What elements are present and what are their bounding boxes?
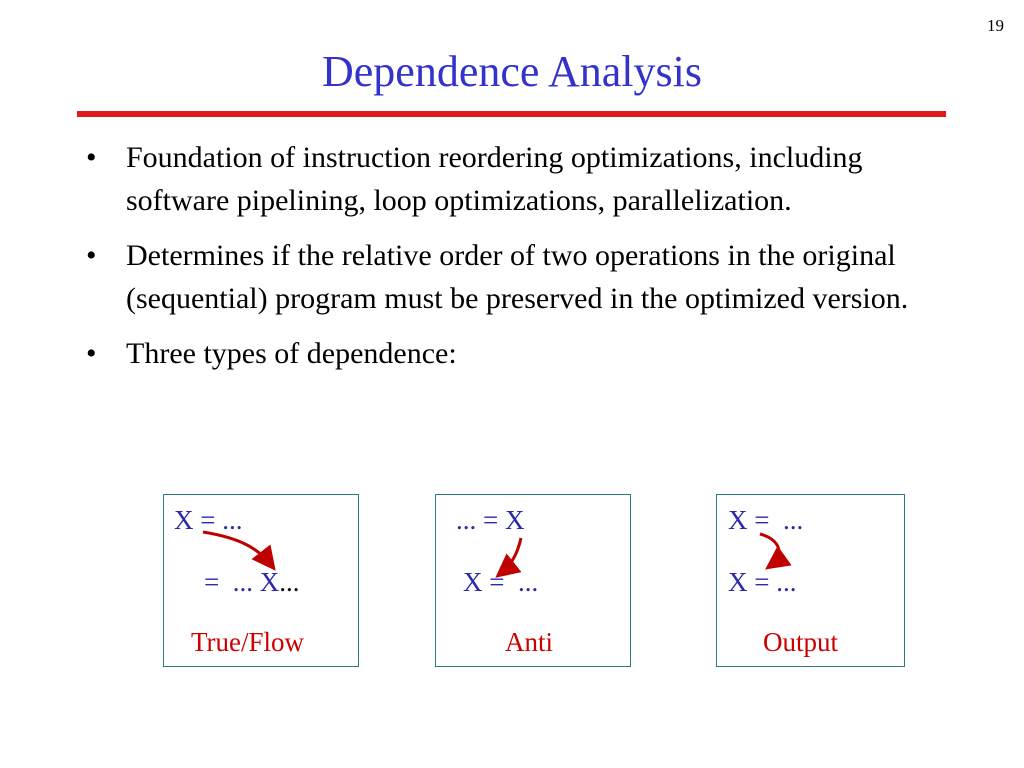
bullet-list: • Foundation of instruction reordering o…: [86, 136, 966, 387]
output-line-2: X = ...: [728, 567, 797, 597]
slide-title: Dependence Analysis: [322, 47, 702, 96]
anti-line-1: ... = X: [456, 505, 525, 535]
bullet-text: Foundation of instruction reordering opt…: [126, 141, 863, 217]
output-caption: Output: [763, 627, 839, 657]
bullet-marker: •: [86, 337, 97, 370]
true-flow-line-2-suffix: ...: [279, 567, 300, 597]
true-flow-line-2: = ... X...: [204, 567, 299, 598]
bullet-item: • Three types of dependence:: [86, 332, 966, 375]
anti-box: ... = X X = ... Anti: [435, 494, 631, 667]
bullet-marker: •: [86, 239, 97, 272]
output-box: X = ... X = ... Output: [716, 494, 905, 667]
bullet-item: • Determines if the relative order of tw…: [86, 234, 966, 320]
page-number: 19: [987, 16, 1004, 35]
true-flow-box: X = ... = ... X... True/Flow: [163, 494, 359, 667]
bullet-marker: •: [86, 141, 97, 174]
true-flow-line-2-prefix: = ... X: [204, 567, 280, 597]
output-line-1: X = ...: [728, 505, 804, 535]
title-divider: [77, 111, 946, 117]
true-flow-line-1: X = ...: [174, 505, 243, 535]
anti-line-2: X = ...: [463, 567, 539, 597]
anti-caption: Anti: [505, 627, 554, 657]
bullet-text: Determines if the relative order of two …: [126, 239, 909, 315]
bullet-text: Three types of dependence:: [126, 337, 457, 370]
bullet-item: • Foundation of instruction reordering o…: [86, 136, 966, 222]
true-flow-caption: True/Flow: [191, 627, 305, 657]
